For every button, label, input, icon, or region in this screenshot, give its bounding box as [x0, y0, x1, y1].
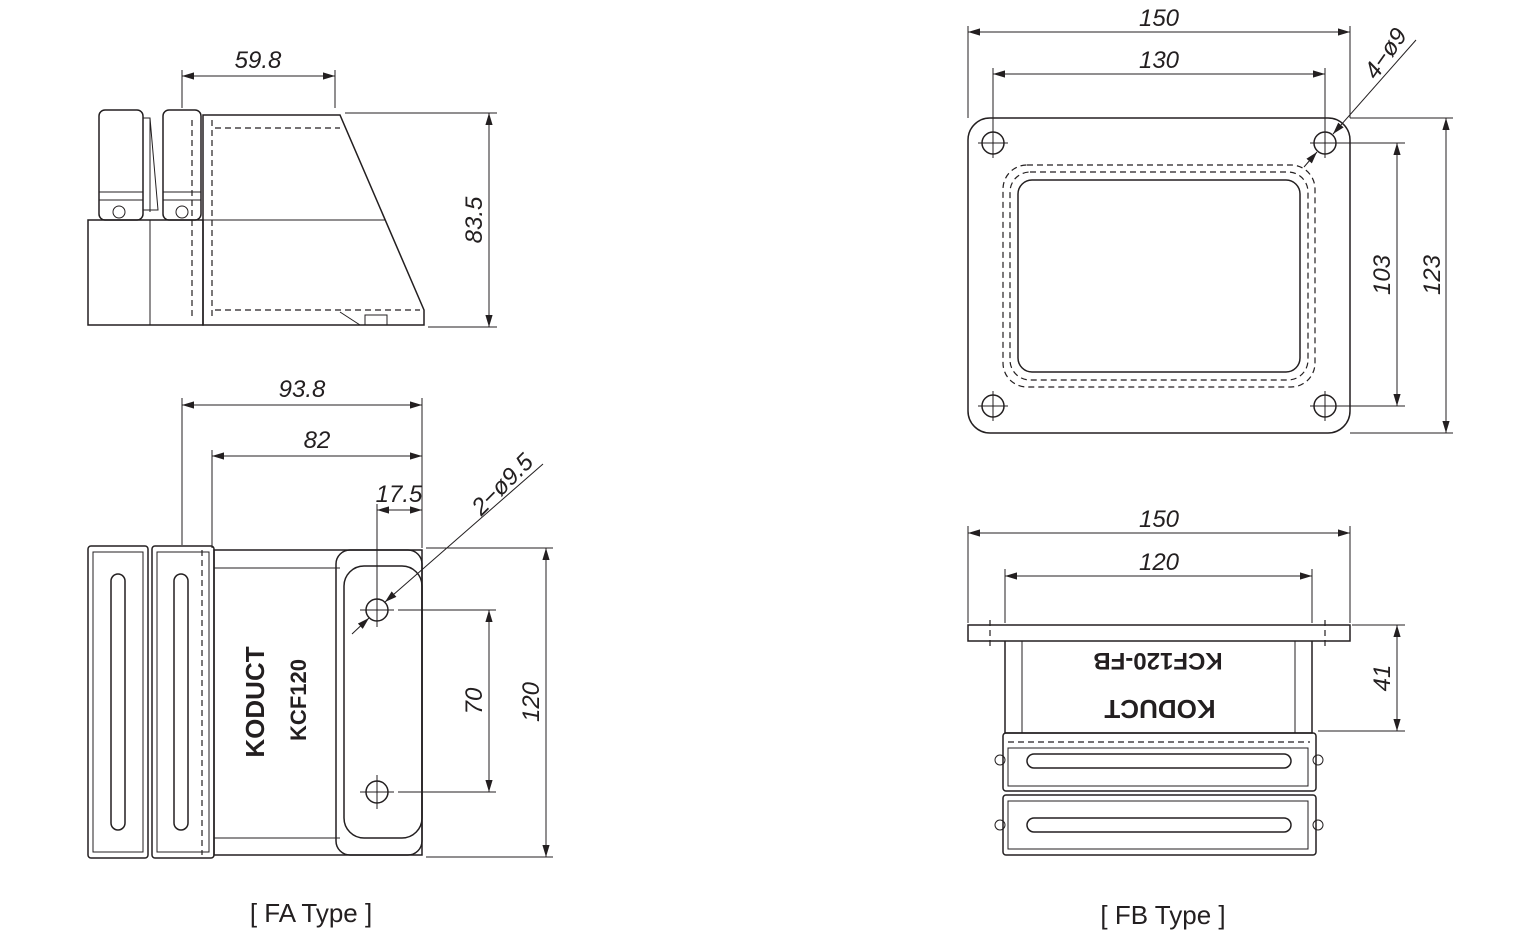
fa-dim-overall-height: 120	[518, 681, 545, 722]
fb-dim-side-height: 41	[1369, 665, 1396, 692]
fb-dim-hole-pitch-x: 130	[1139, 47, 1180, 74]
fb-brand-logo: KODUCT	[1104, 694, 1215, 724]
fb-dim-flange-height: 123	[1419, 254, 1446, 295]
fa-caption: [ FA Type ]	[250, 898, 372, 928]
fa-dim-side-height: 83.5	[461, 196, 488, 243]
fb-flange-dimensions	[967, 26, 1453, 434]
fa-model-label: KCF120	[286, 659, 311, 741]
fa-front-view	[87, 545, 423, 859]
fb-dim-side-width: 150	[1139, 506, 1180, 533]
fa-dim-hole-offset: 17.5	[376, 481, 423, 508]
fa-front-dimensions	[181, 398, 553, 858]
fa-dim-inner-width: 82	[304, 427, 331, 454]
fa-dim-top-width: 59.8	[235, 47, 282, 74]
fb-dim-hole-pitch-y: 103	[1369, 254, 1396, 295]
fa-dim-holes: 2−ø9.5	[466, 448, 540, 522]
fb-model-label: KCF120-FB	[1093, 647, 1222, 674]
fb-flange-view	[967, 117, 1351, 434]
fb-dim-side-inner: 120	[1139, 549, 1180, 576]
fa-side-view	[87, 109, 425, 326]
fa-dim-hole-pitch: 70	[461, 687, 488, 714]
fb-dim-holes: 4−ø9	[1359, 23, 1413, 84]
fb-dim-flange-width: 150	[1139, 5, 1180, 32]
fa-side-dimensions	[181, 70, 497, 328]
fb-side-view	[967, 620, 1351, 856]
fa-brand-logo: KODUCT	[240, 646, 270, 757]
fb-side-dimensions	[967, 526, 1405, 732]
fa-dim-overall-width: 93.8	[279, 376, 326, 403]
fb-caption: [ FB Type ]	[1100, 900, 1225, 930]
